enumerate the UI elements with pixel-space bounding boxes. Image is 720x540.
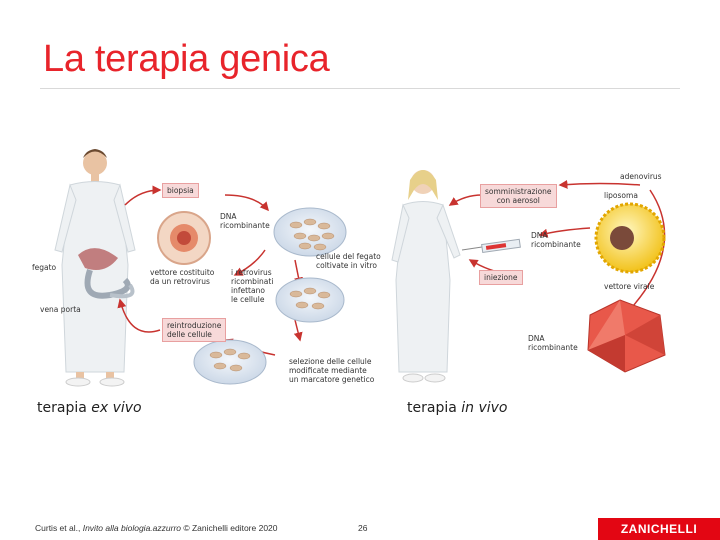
label-fegato: fegato (32, 263, 57, 272)
syringe (461, 238, 521, 254)
label-cellule-fegato: cellule del fegato coltivate in vitro (316, 252, 381, 270)
liposome (594, 202, 666, 274)
footer: Curtis et al., Invito alla biologia.azzu… (0, 518, 720, 540)
petri-dish-top (273, 207, 347, 257)
slide-title: La terapia genica (43, 38, 330, 80)
retrovirus-vector (157, 211, 211, 265)
label-vettore-virale: vettore virale (604, 282, 655, 291)
patient-in-vivo (391, 170, 461, 383)
label-liposoma: liposoma (604, 191, 638, 200)
caption-ex-vivo: terapia ex vivo (37, 400, 142, 416)
label-reintroduzione: reintroduzione delle cellule (162, 318, 227, 342)
label-dna-ricombinante-3: DNA ricombinante (528, 334, 578, 352)
label-vettore-retrovirus: vettore costituito da un retrovirus (150, 268, 215, 286)
petri-dish-bottom (193, 339, 267, 385)
zanichelli-logo: ZANICHELLI (598, 518, 720, 540)
title-divider (40, 88, 680, 89)
footer-credits: Curtis et al., Invito alla biologia.azzu… (35, 523, 278, 533)
page-number: 26 (358, 523, 368, 533)
label-selezione: selezione delle cellule modificate media… (289, 357, 375, 384)
label-retrovirus-infettano: i retrovirus ricombinati infettano le ce… (231, 268, 274, 304)
label-dna-ricombinante-1: DNA ricombinante (220, 212, 270, 230)
label-iniezione: iniezione (479, 270, 523, 285)
label-biopsia: biopsia (162, 183, 199, 198)
label-dna-ricombinante-2: DNA ricombinante (531, 231, 581, 249)
label-adenovirus: adenovirus (620, 172, 662, 181)
viral-vector (587, 299, 666, 373)
caption-in-vivo: terapia in vivo (407, 400, 508, 416)
petri-dish-middle (275, 277, 345, 323)
label-vena-porta: vena porta (40, 305, 81, 314)
label-somministrazione: somministrazione con aerosol (480, 184, 557, 208)
patient-ex-vivo (54, 149, 136, 387)
